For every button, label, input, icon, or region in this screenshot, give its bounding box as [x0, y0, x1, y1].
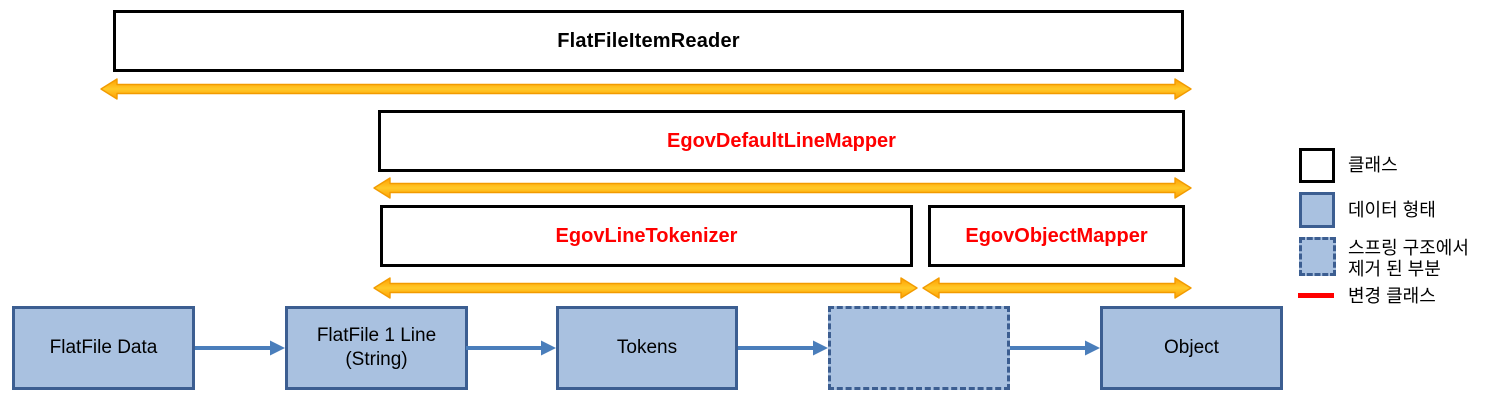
legend-swatch-removed: [1299, 237, 1336, 276]
span-arrow-egovobjectmapper: [922, 277, 1192, 299]
flow-node-tokens-label: Tokens: [616, 337, 678, 358]
flow-arrow-3: [738, 340, 828, 356]
legend-label-changed: 변경 클래스: [1348, 286, 1436, 306]
span-arrow-egovdefaultlinemapper: [373, 177, 1192, 199]
legend-label-data: 데이터 형태: [1348, 200, 1436, 220]
legend-swatch-data: [1299, 192, 1335, 228]
flow-arrow-1: [195, 340, 285, 356]
flow-node-flatfile-1-line: FlatFile 1 Line (String): [285, 306, 468, 390]
flow-node-removed-spring-part: [828, 306, 1010, 390]
flow-node-flatfile-1-line-sublabel: (String): [345, 349, 408, 370]
box-egovdefaultlinemapper: EgovDefaultLineMapper: [378, 110, 1185, 172]
box-flatfileitemreader: FlatFileItemReader: [113, 10, 1184, 72]
legend-label-removed: 스프링 구조에서 제거 된 부분: [1348, 238, 1469, 280]
legend-swatch-class: [1299, 148, 1335, 183]
box-egovobjectmapper-label: EgovObjectMapper: [965, 224, 1148, 247]
flow-node-object-label: Object: [1164, 337, 1219, 358]
span-arrow-egovlinetokenizer: [373, 277, 918, 299]
box-egovlinetokenizer-label: EgovLineTokenizer: [555, 224, 738, 247]
legend-label-removed-line1: 스프링 구조에서: [1348, 238, 1469, 258]
box-egovdefaultlinemapper-label: EgovDefaultLineMapper: [667, 129, 896, 152]
box-flatfileitemreader-label: FlatFileItemReader: [557, 29, 740, 52]
flow-node-tokens: Tokens: [556, 306, 738, 390]
box-egovlinetokenizer: EgovLineTokenizer: [380, 205, 913, 267]
flow-node-flatfile-data-label: FlatFile Data: [49, 337, 158, 358]
flow-node-object: Object: [1100, 306, 1283, 390]
flow-arrow-2: [466, 340, 556, 356]
box-egovobjectmapper: EgovObjectMapper: [928, 205, 1185, 267]
span-arrow-flatfileitemreader: [100, 78, 1192, 100]
flow-arrow-4: [1010, 340, 1100, 356]
flow-node-flatfile-data: FlatFile Data: [12, 306, 195, 390]
flow-node-flatfile-1-line-label: FlatFile 1 Line: [316, 325, 437, 346]
legend-label-class: 클래스: [1348, 155, 1398, 175]
legend-label-removed-line2: 제거 된 부분: [1348, 259, 1441, 279]
legend-red-line: [1298, 293, 1334, 298]
